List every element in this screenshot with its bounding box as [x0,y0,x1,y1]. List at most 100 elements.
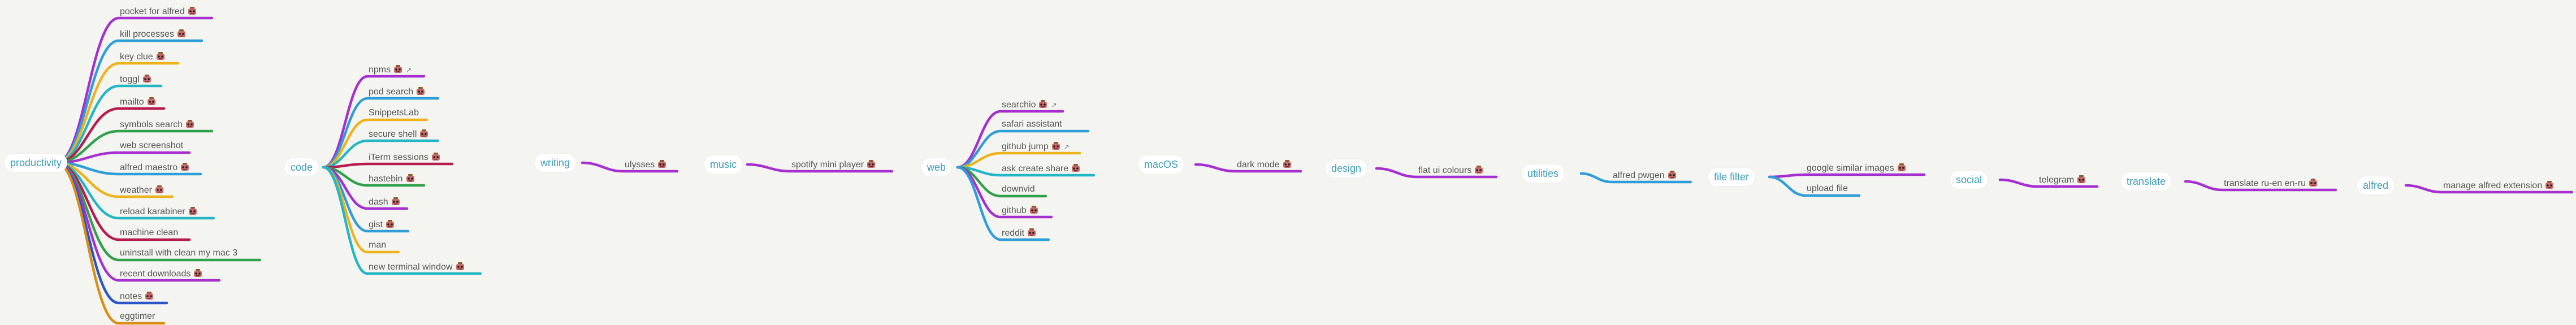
branch-productivity[interactable]: productivity [5,154,68,172]
leaf-node[interactable]: translate ru-en en-ru [2224,178,2318,189]
leaf-node[interactable]: mailto [120,97,156,107]
leaf-node[interactable]: toggl [120,74,151,85]
connector-design-0 [1375,167,1498,179]
leaf-node[interactable]: reddit [1002,228,1036,239]
connector-macos-0 [1194,163,1302,173]
leaf-label: spotify mini player [791,160,864,170]
branch-alfred[interactable]: alfred [2357,176,2395,194]
leaf-node[interactable]: notes [120,291,154,302]
external-link-icon[interactable]: ↗ [406,66,412,74]
robot-face-icon [181,163,189,171]
robot-face-icon [1050,142,1060,151]
leaf-node[interactable]: npms↗ [369,64,412,75]
branch-label: writing [540,157,570,168]
robot-face-icon [1668,171,1676,179]
branch-social[interactable]: social [1950,171,1988,189]
leaf-node[interactable]: alfred maestro [120,162,189,173]
robot-face-icon [143,292,154,301]
leaf-label: man [369,240,387,250]
robot-face-icon [1037,100,1047,109]
robot-face-icon [175,29,186,38]
leaf-node[interactable]: spotify mini player [791,159,876,170]
branch-translate[interactable]: translate [2121,172,2172,190]
robot-face-icon [658,160,666,168]
leaf-node[interactable]: recent downloads [120,268,202,279]
leaf-node[interactable]: pocket for alfred [120,6,197,17]
leaf-node[interactable]: pod search [369,86,425,97]
leaf-node[interactable]: new terminal window [369,262,465,272]
branch-design[interactable]: design [1326,159,1367,177]
leaf-label: upload file [1807,184,1848,193]
leaf-label: searchio [1002,100,1036,110]
leaf-node[interactable]: upload file [1807,184,1848,194]
robot-face-icon [1070,164,1080,173]
leaf-node[interactable]: downvid [1002,184,1035,194]
robot-face-icon [1028,228,1036,236]
leaf-node[interactable]: hastebin [369,174,415,184]
leaf-node[interactable]: flat ui colours [1418,165,1483,176]
robot-face-icon [186,7,197,16]
robot-face-icon [194,269,202,277]
branch-label: translate [2127,176,2166,187]
leaf-node[interactable]: manage alfred extension [2443,180,2554,191]
leaf-label: google similar images [1807,163,1894,173]
leaf-node[interactable]: SnippetsLab [369,108,419,118]
leaf-label: reddit [1002,228,1025,238]
robot-face-icon [147,97,155,105]
leaf-node[interactable]: man [369,240,386,250]
leaf-node[interactable]: github jump↗ [1002,141,1070,152]
robot-face-icon [179,163,189,172]
robot-face-icon [404,174,415,183]
branch-label: utilities [1527,168,1559,179]
leaf-node[interactable]: safari assistant [1002,119,1062,129]
leaf-node[interactable]: key clue [120,51,165,62]
leaf-node[interactable]: iTerm sessions [369,152,440,163]
branch-writing[interactable]: writing [535,154,576,172]
robot-face-icon [865,160,876,169]
robot-face-icon [1051,142,1060,150]
leaf-node[interactable]: kill processes [120,29,186,40]
leaf-label: safari assistant [1002,119,1062,129]
leaf-node[interactable]: eggtimer [120,311,155,322]
robot-face-icon [2307,179,2318,188]
connector-social-0 [1998,178,2099,188]
leaf-label: secure shell [369,129,417,139]
leaf-node[interactable]: reload karabiner [120,206,197,217]
leaf-node[interactable]: alfred pwgen [1613,170,1677,181]
leaf-node[interactable]: google similar images [1807,163,1906,174]
branch-label: design [1331,163,1362,174]
leaf-label: mailto [120,97,144,107]
leaf-node[interactable]: telegram [2039,175,2086,185]
branch-code[interactable]: code [285,158,319,176]
connector-alfred-0 [2404,184,2574,194]
leaf-node[interactable]: ask create share [1002,163,1080,174]
leaf-node[interactable]: dash [369,197,400,207]
leaf-node[interactable]: uninstall with clean my mac 3 [120,248,237,258]
branch-label: code [291,162,313,173]
branch-macos[interactable]: macOS [1138,155,1184,174]
connector-file-filter-1 [1768,175,1861,197]
leaf-node[interactable]: dark mode [1237,159,1292,170]
leaf-node[interactable]: ulysses [625,159,666,170]
branch-file-filter[interactable]: file filter [1708,168,1755,186]
leaf-node[interactable]: machine clean [120,228,178,238]
leaf-node[interactable]: web screenshot [120,141,183,151]
leaf-node[interactable]: weather [120,185,164,196]
leaf-label: dash [369,197,388,207]
leaf-node[interactable]: gist [369,219,395,230]
robot-face-icon [406,174,414,182]
leaf-node[interactable]: symbols search [120,119,194,130]
robot-face-icon [384,220,395,229]
robot-face-icon [392,65,402,74]
leaf-node[interactable]: github [1002,205,1038,216]
branch-utilities[interactable]: utilities [1522,164,1565,183]
leaf-node[interactable]: secure shell [369,129,428,140]
branch-music[interactable]: music [704,155,743,174]
leaf-node[interactable]: searchio ↗ [1002,99,1057,110]
robot-face-icon [1028,206,1038,215]
robot-face-icon [389,197,400,206]
robot-face-icon [414,87,425,96]
branch-web[interactable]: web [921,158,952,176]
external-link-icon[interactable]: ↗ [1063,143,1070,151]
external-link-icon[interactable]: ↗ [1051,101,1057,109]
